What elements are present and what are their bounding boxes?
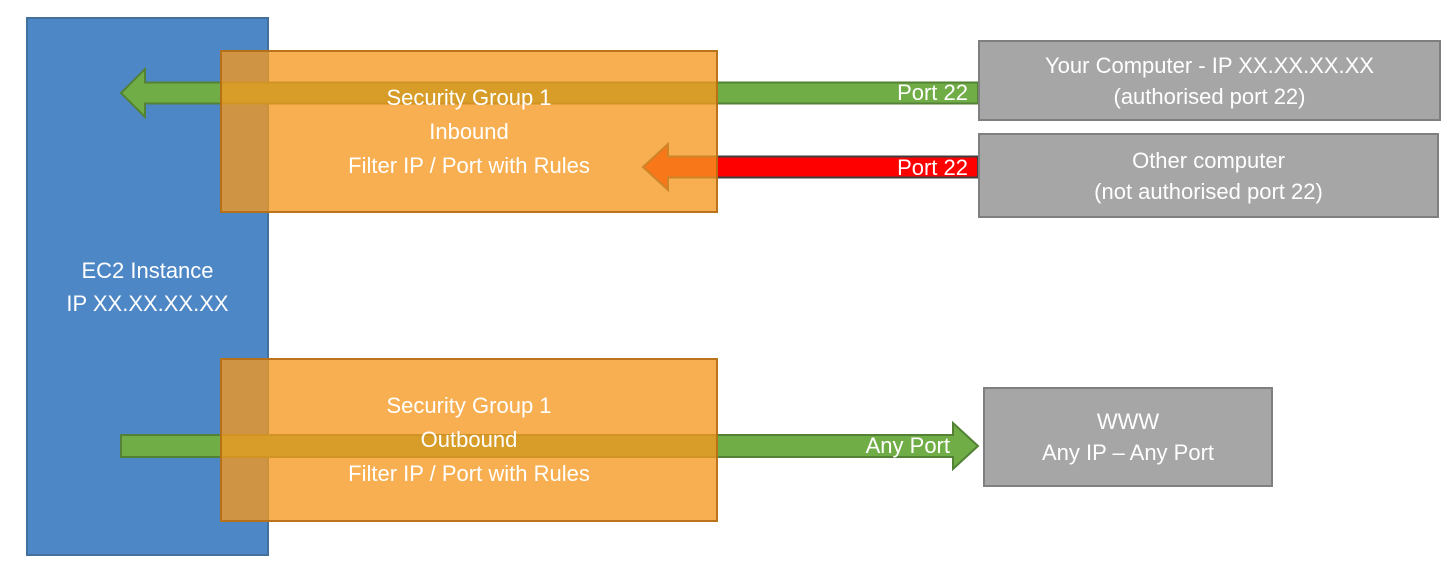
- inbound-allowed-port-label: Port 22: [897, 80, 968, 105]
- ec2-instance-label: EC2 Instance: [81, 257, 214, 283]
- security-group-outbound-description: Filter IP / Port with Rules: [348, 461, 590, 486]
- security-group-outbound-direction: Outbound: [420, 427, 518, 452]
- www-title: WWW: [1096, 409, 1160, 434]
- your-computer-title: Your Computer - IP XX.XX.XX.XX: [1045, 52, 1374, 78]
- other-computer-box: Other computer (not authorised port 22): [978, 133, 1439, 218]
- ec2-instance-ip: IP XX.XX.XX.XX: [66, 290, 229, 316]
- your-computer-subtitle: (authorised port 22): [1113, 83, 1306, 109]
- other-computer-title: Other computer: [1132, 147, 1285, 173]
- security-group-outbound-title: Security Group 1: [386, 393, 552, 418]
- security-group-inbound-direction: Inbound: [429, 118, 509, 144]
- security-group-outbound-box: Security Group 1 Outbound Filter IP / Po…: [220, 358, 718, 522]
- www-subtitle: Any IP – Any Port: [1041, 440, 1215, 465]
- security-group-inbound-box: Security Group 1 Inbound Filter IP / Por…: [220, 50, 718, 213]
- inbound-blocked-port-label: Port 22: [897, 155, 968, 180]
- your-computer-box: Your Computer - IP XX.XX.XX.XX (authoris…: [978, 40, 1441, 121]
- security-group-inbound-title: Security Group 1: [386, 84, 552, 110]
- www-box: WWW Any IP – Any Port: [983, 387, 1273, 487]
- security-group-inbound-description: Filter IP / Port with Rules: [348, 152, 590, 178]
- other-computer-subtitle: (not authorised port 22): [1094, 178, 1323, 204]
- outbound-port-label: Any Port: [865, 433, 950, 458]
